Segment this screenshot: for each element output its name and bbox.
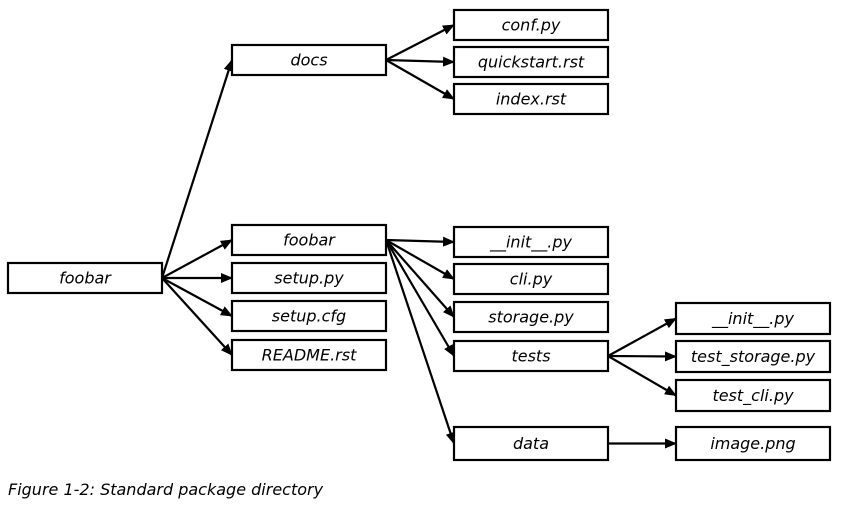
package-directory-diagram: foobar docs conf.py quickstart.rst index.rst…: [6, 8, 832, 462]
node-init: __init__.py: [452, 225, 610, 259]
node-box: [452, 8, 610, 42]
node-tests: tests: [452, 339, 610, 373]
node-root: foobar: [6, 261, 164, 295]
edge-root-to-readme: [161, 277, 233, 356]
node-label: README.rst: [262, 346, 357, 365]
node-box: [452, 82, 610, 116]
node-box: [674, 301, 832, 336]
node-index: index.rst: [452, 82, 610, 116]
node-box: [230, 223, 388, 257]
node-box: [674, 425, 832, 462]
edge-pkg-to-storage: [385, 239, 455, 318]
edge-docs-to-quickstart: [385, 56, 455, 67]
node-label: setup.cfg: [272, 307, 346, 326]
edge-root-to-setup_cfg: [161, 277, 233, 317]
node-setup-cfg: setup.cfg: [230, 299, 388, 333]
node-box: [674, 378, 832, 413]
node-setup-py: setup.py: [230, 261, 388, 295]
node-pkg: foobar: [230, 223, 388, 257]
node-box: [674, 339, 832, 374]
node-label: __init__.py: [711, 309, 795, 329]
node-label: conf.py: [502, 16, 561, 35]
node-tests-init: __init__.py: [674, 301, 832, 336]
edges: [160, 24, 677, 449]
node-image: image.png: [674, 425, 832, 462]
node-label: quickstart.rst: [478, 53, 585, 72]
node-box: [230, 299, 388, 333]
node-label: data: [513, 434, 549, 453]
node-cli: cli.py: [452, 262, 610, 296]
node-box: [230, 43, 388, 77]
edge-docs-to-conf: [385, 24, 455, 61]
edge-pkg-to-init: [385, 236, 455, 247]
node-label: __init__.py: [489, 233, 573, 253]
node-docs: docs: [230, 43, 388, 77]
node-label: test_storage.py: [691, 347, 816, 367]
node-label: storage.py: [488, 308, 574, 327]
figure-caption: Figure 1-2: Standard package directory: [8, 480, 324, 499]
node-box: [452, 45, 610, 79]
node-conf: conf.py: [452, 8, 610, 42]
node-box: [452, 300, 610, 334]
node-box: [452, 225, 610, 259]
edge-tests-to-test_cli: [607, 355, 677, 397]
node-label: tests: [511, 347, 550, 366]
node-label: cli.py: [510, 270, 553, 289]
edge-pkg-to-data: [384, 239, 456, 445]
edge-root-to-pkg: [161, 239, 233, 279]
node-data: data: [452, 425, 610, 462]
node-label: setup.py: [274, 269, 344, 288]
node-label: image.png: [710, 434, 795, 453]
node-box: [452, 339, 610, 373]
node-box: [230, 261, 388, 295]
edge-docs-to-index: [385, 59, 455, 100]
node-quickstart: quickstart.rst: [452, 45, 610, 79]
edge-pkg-to-tests: [385, 239, 455, 357]
node-test-storage: test_storage.py: [674, 339, 832, 374]
node-label: foobar: [283, 231, 336, 250]
edge-root-to-docs: [160, 59, 234, 279]
node-box: [230, 338, 388, 372]
edge-tests-to-test_storage: [607, 351, 677, 362]
node-box: [452, 262, 610, 296]
node-label: docs: [290, 51, 327, 70]
node-box: [452, 425, 610, 462]
nodes: foobar docs conf.py quickstart.rst index.rst…: [6, 8, 832, 462]
node-box: [6, 261, 164, 295]
node-readme: README.rst: [230, 338, 388, 372]
edge-pkg-to-cli: [385, 239, 455, 280]
node-test-cli: test_cli.py: [674, 378, 832, 413]
node-label: foobar: [59, 269, 112, 288]
node-storage: storage.py: [452, 300, 610, 334]
node-label: test_cli.py: [712, 386, 794, 406]
node-label: index.rst: [496, 90, 567, 109]
edge-tests-to-tests_init: [607, 317, 677, 357]
